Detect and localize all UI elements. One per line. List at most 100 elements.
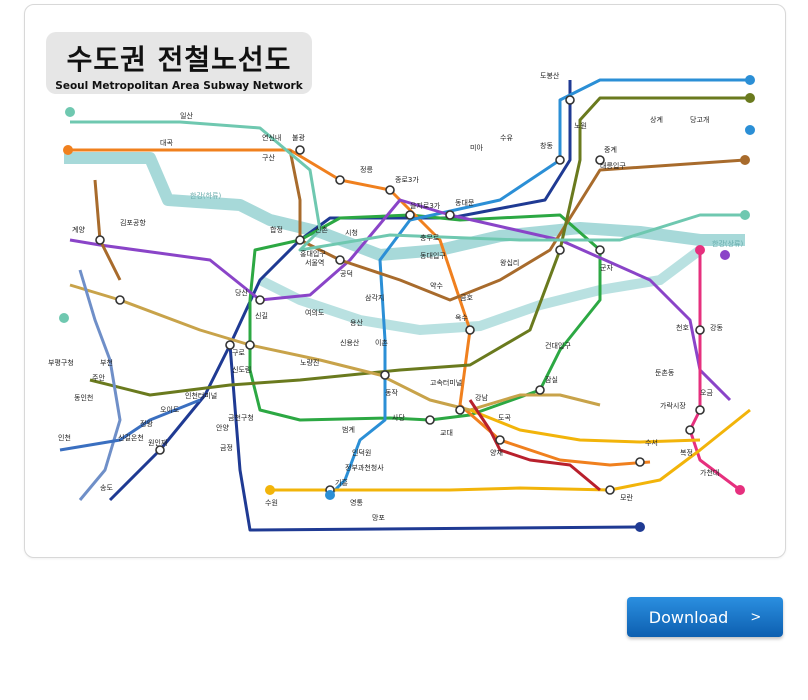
station-label: 구산: [262, 153, 275, 162]
station-label: 신길온천: [118, 433, 144, 442]
line-gyeongui: [70, 120, 745, 252]
map-title-box: 수도권 전철노선도 Seoul Metropolitan Area Subway…: [46, 32, 312, 94]
station-label: 용산: [350, 318, 363, 327]
station-label: 당산: [235, 288, 248, 297]
station-label: 원인재: [148, 438, 167, 447]
station-label: 둔촌동: [655, 368, 675, 377]
station-label: 충무로: [420, 233, 440, 242]
station-label: 신길: [255, 311, 268, 320]
line-shinbundang: [468, 399, 601, 492]
line-7: [89, 96, 750, 397]
station-label: 약수: [430, 281, 443, 290]
station-label: 신도림: [232, 365, 251, 374]
station-label: 수유: [500, 134, 513, 142]
line-9: [69, 283, 601, 412]
station-label: 노량진: [300, 358, 319, 367]
station-label: 동작: [385, 388, 398, 397]
download-button[interactable]: Download >: [627, 597, 783, 637]
station-label: 노원: [574, 121, 587, 130]
station-label: 동대문: [455, 199, 475, 207]
station-label: 인덕원: [352, 448, 371, 457]
station-label: 잠실: [545, 375, 558, 384]
station-label: 불광: [292, 133, 305, 142]
station-label: 여의도: [305, 308, 325, 317]
station-label: 을지로3가: [410, 201, 441, 210]
station-label: 일산: [180, 111, 193, 120]
station-label: 공덕: [340, 269, 353, 278]
river-label-2: 한강(상류): [712, 239, 743, 248]
station-label: 안양: [216, 423, 229, 432]
station-label: 도곡: [498, 414, 511, 422]
station-label: 고속터미널: [430, 378, 462, 387]
station-label: 양재: [490, 449, 503, 457]
station-label: 서울역: [305, 258, 324, 267]
han-river: [64, 152, 745, 261]
station-label: 동인천: [74, 393, 93, 402]
station-label: 옥수: [455, 314, 468, 322]
station-label: 사당: [392, 413, 405, 422]
station-label: 강남: [475, 393, 488, 402]
station-label: 금정: [220, 443, 233, 452]
station-label: 인천터미널: [185, 391, 217, 400]
station-label: 홍대입구: [300, 249, 326, 258]
station-label: 수서: [645, 438, 658, 447]
station-label: 연신내: [262, 133, 281, 142]
line-5: [69, 198, 732, 402]
chevron-right-icon: >: [750, 609, 762, 625]
line-suin-bundang: [270, 408, 751, 492]
station-label: 정왕: [140, 419, 153, 428]
station-label: 도봉산: [540, 71, 560, 80]
subway-map[interactable]: 한강(하류) 한강(상류): [0, 0, 808, 560]
station-label: 영통: [350, 498, 363, 507]
station-label: 기흥: [335, 478, 348, 487]
station-label: 정부과천청사: [345, 463, 384, 472]
station-label: 금호: [460, 294, 473, 302]
download-label: Download: [648, 607, 729, 627]
transfer-stations: [95, 95, 705, 495]
terminus-markers: [59, 75, 755, 532]
station-label: 군자: [600, 263, 613, 272]
station-label: 당고개: [690, 115, 709, 124]
station-label: 삼각지: [365, 293, 384, 302]
station-label: 미아: [470, 143, 483, 152]
station-label: 건대입구: [545, 341, 571, 350]
station-labels: 대곡 일산 구산 연신내 불광 정릉 미아 수유 도봉산 노원 창동 상계 당고…: [48, 71, 723, 522]
station-label: 범계: [342, 425, 355, 434]
station-label: 천호: [676, 323, 689, 332]
line-incheon-2: [59, 398, 201, 452]
station-label: 망포: [372, 513, 385, 522]
station-label: 계양: [72, 225, 85, 234]
station-label: 신촌: [315, 225, 328, 234]
station-label: 부천: [100, 358, 113, 367]
station-label: 가천대: [700, 468, 719, 477]
station-label: 신용산: [340, 338, 360, 347]
river-label-1: 한강(하류): [190, 191, 221, 200]
line-3: [70, 148, 651, 467]
station-label: 태릉입구: [600, 162, 626, 170]
station-label: 오금: [700, 389, 713, 397]
station-label: 대곡: [160, 139, 173, 147]
station-label: 중계: [604, 145, 617, 154]
station-label: 김포공항: [120, 218, 146, 227]
station-label: 창동: [540, 142, 553, 150]
map-title: 수도권 전철노선도: [66, 43, 292, 76]
station-label: 강동: [710, 323, 723, 332]
station-label: 송도: [100, 484, 113, 492]
station-label: 합정: [270, 225, 283, 234]
station-label: 교대: [440, 429, 453, 437]
station-label: 인천: [58, 433, 71, 442]
line-2: [248, 213, 602, 422]
station-label: 이촌: [375, 338, 388, 347]
line-incheon: [78, 269, 122, 501]
station-label: 주안: [92, 373, 105, 382]
station-label: 구로: [232, 349, 245, 357]
station-label: 모란: [620, 494, 633, 502]
station-label: 정릉: [360, 165, 373, 174]
station-label: 수원: [265, 498, 278, 507]
station-label: 시청: [345, 229, 358, 237]
station-label: 왕십리: [500, 258, 519, 267]
station-label: 종로3가: [395, 175, 419, 184]
station-label: 부평구청: [48, 358, 74, 367]
station-label: 오이도: [160, 405, 180, 414]
station-label: 금천구청: [228, 413, 254, 422]
